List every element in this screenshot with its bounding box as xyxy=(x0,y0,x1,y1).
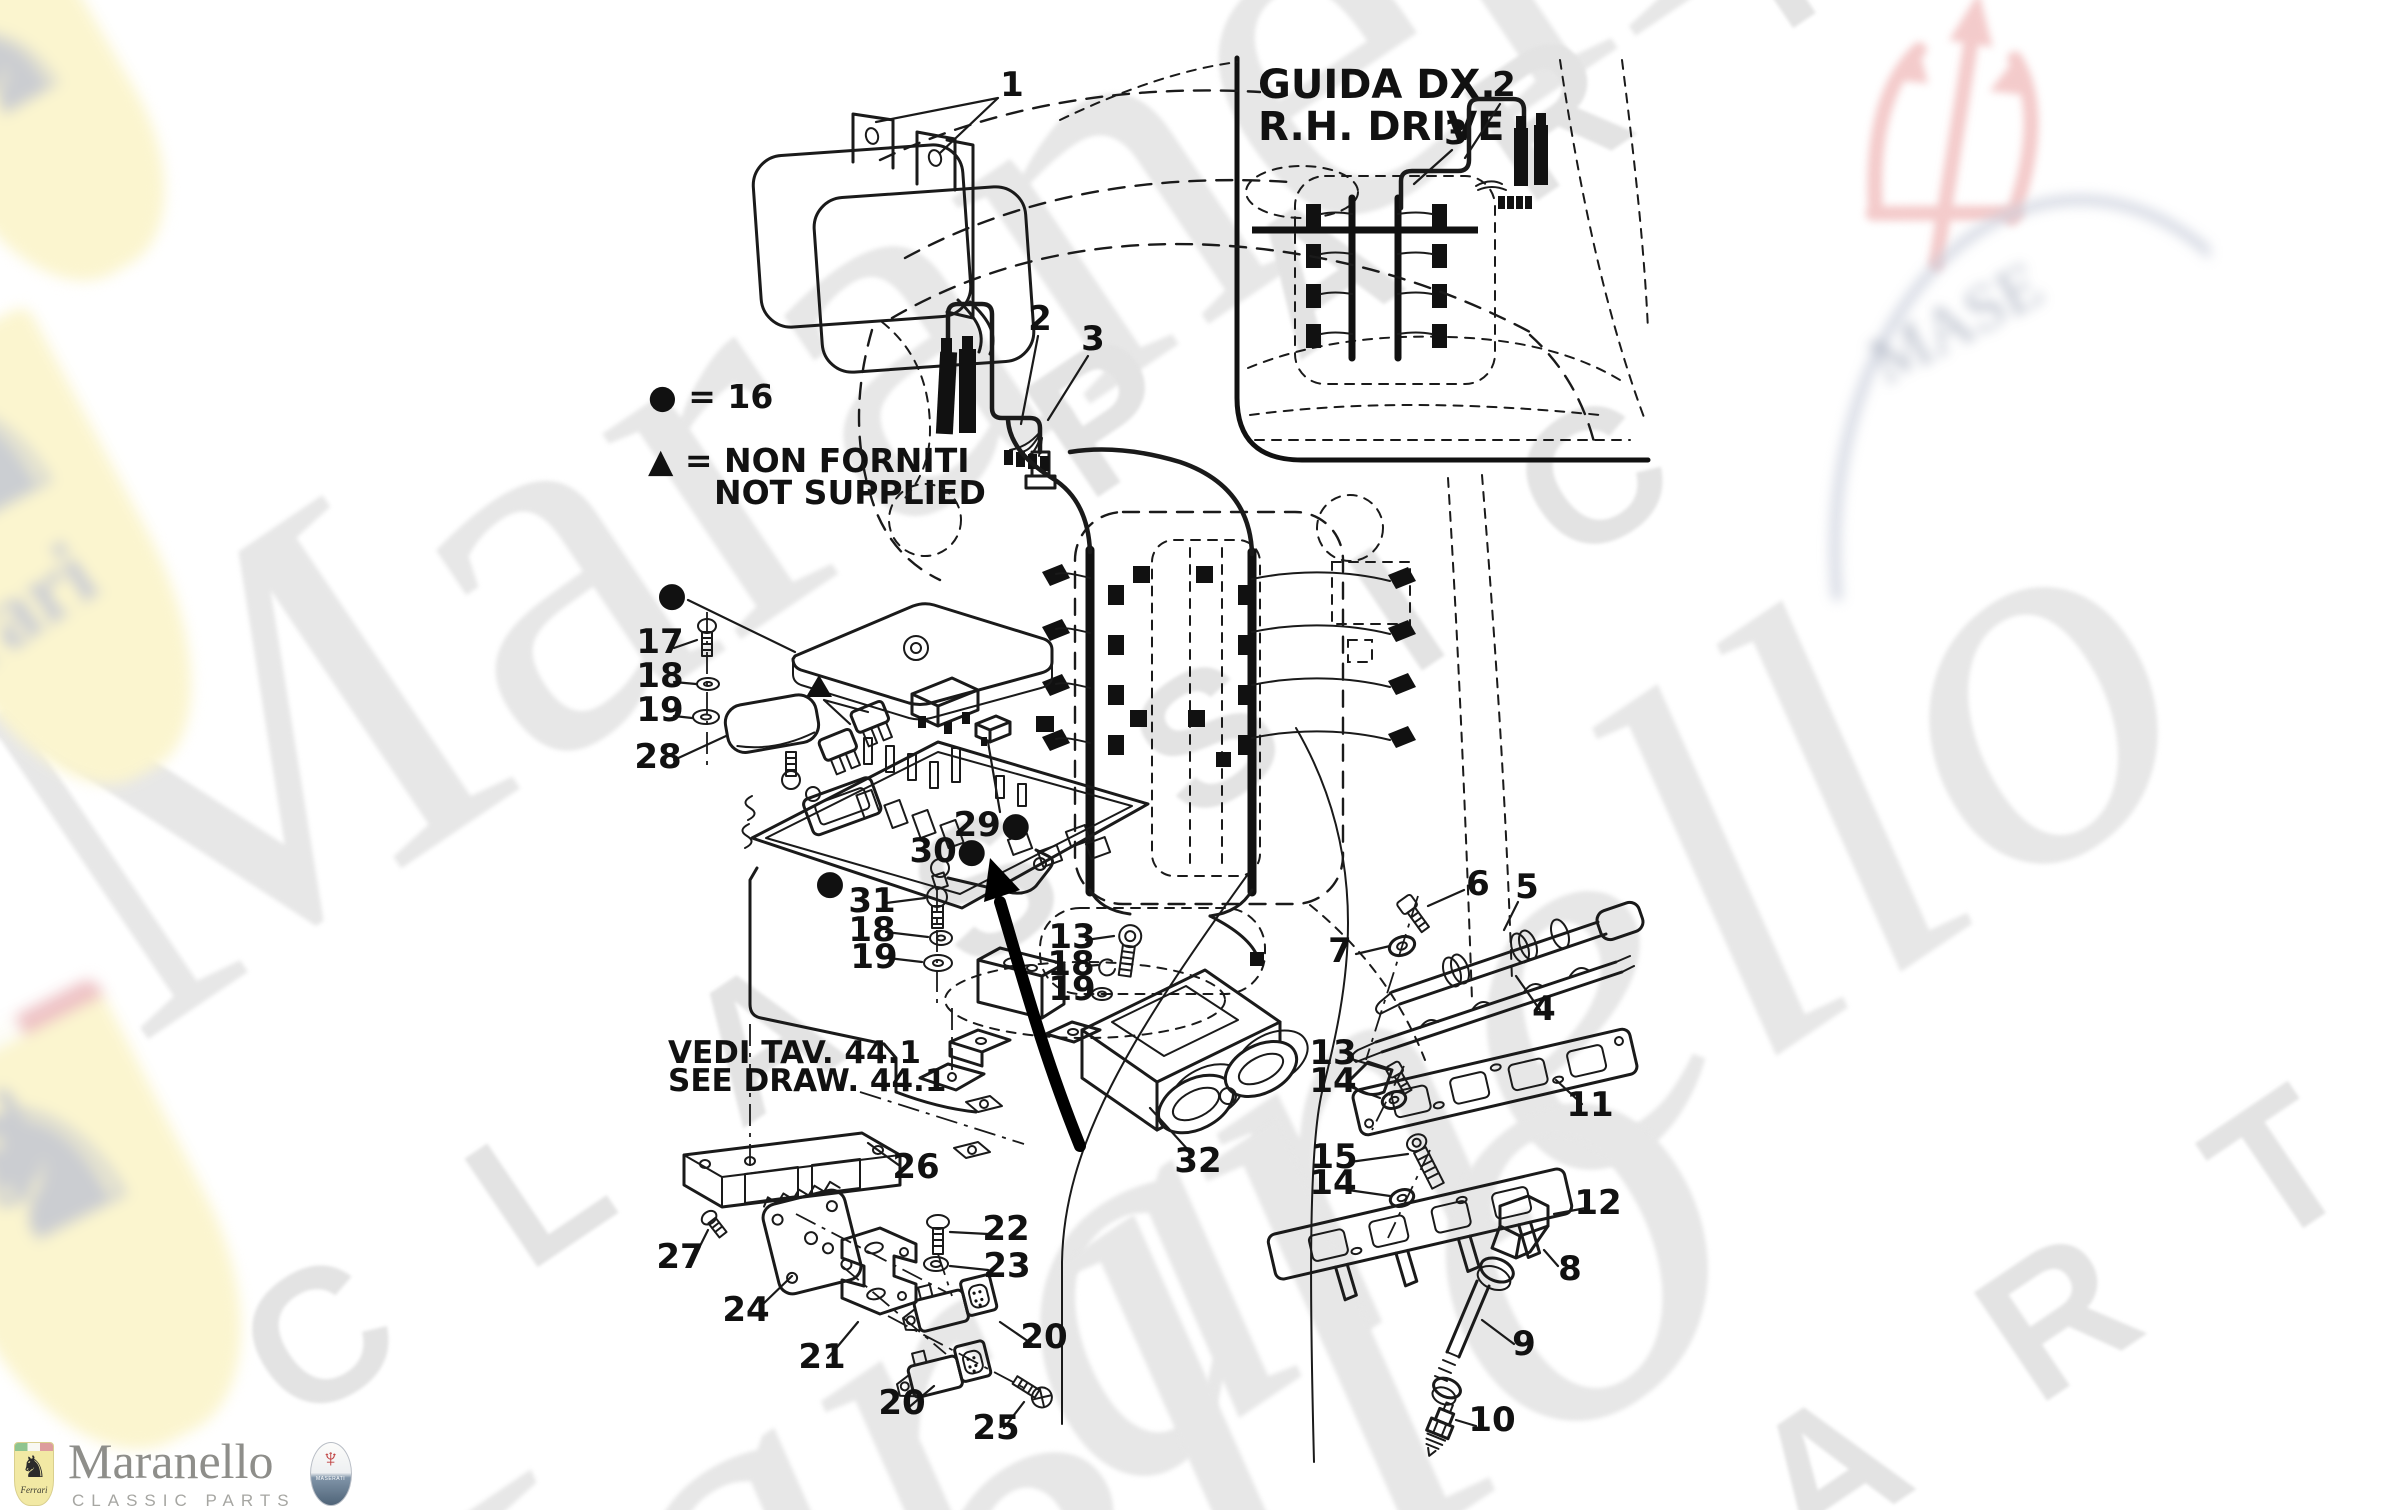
brand-name: Maranello xyxy=(68,1433,274,1489)
maserati-badge-label: MASERATI xyxy=(315,1475,346,1482)
cover-plate-part12 xyxy=(1266,1133,1588,1302)
part-callout-28: 28 xyxy=(634,737,681,777)
part-callout-14: 14 xyxy=(1309,1163,1356,1203)
part-callout-10: 10 xyxy=(1468,1400,1515,1440)
legend-not-supplied-line: NOT SUPPLIED xyxy=(714,473,986,512)
italian-flag-stripe xyxy=(15,1442,53,1451)
ecu-mounting-hardware xyxy=(1084,924,1143,1001)
direction-arrow xyxy=(984,858,1086,1152)
part-callout-29●: 29● xyxy=(954,805,1031,845)
part-callout-21: 21 xyxy=(798,1337,845,1377)
cable-rail-part5 xyxy=(1375,900,1645,1015)
part-callout-5: 5 xyxy=(1515,867,1539,907)
fusebox-mounting-hardware xyxy=(672,612,728,770)
part-callout-dot-9: ● xyxy=(657,575,687,615)
see-drawing-note-en: SEE DRAW. 44.1 xyxy=(668,1063,946,1099)
part-callout-2: 2 xyxy=(1492,65,1516,105)
footer-logo: ♞ Ferrari Maranello CLASSIC PARTS ♆ MASE… xyxy=(14,1436,352,1510)
prancing-horse-icon: ♞ xyxy=(20,1450,48,1484)
part-callout-22: 22 xyxy=(982,1209,1029,1249)
rail-hardware-6-7 xyxy=(1354,888,1466,1061)
sensor-part20-lower xyxy=(896,1339,993,1410)
ferrari-shield-label: Ferrari xyxy=(20,1484,48,1495)
harness-support-rod: VEDI TAV. 44.1 SEE DRAW. 44.1 xyxy=(668,795,1025,1170)
cable-rail-part4 xyxy=(1346,955,1635,1096)
leader-line-right xyxy=(1295,727,1349,1463)
part-callout-19: 19 xyxy=(636,690,683,730)
part-callout-26: 26 xyxy=(892,1147,939,1187)
plate-part24 xyxy=(760,1180,863,1307)
brand-tagline: CLASSIC PARTS xyxy=(72,1491,296,1510)
part-callout-8: 8 xyxy=(1558,1249,1582,1289)
part-callout-9: 9 xyxy=(1512,1324,1536,1364)
rh-drive-inset: GUIDA DX. R.H. DRIVE xyxy=(1234,55,1651,463)
part-callout-2: 2 xyxy=(1028,299,1052,339)
bracket-part26 xyxy=(682,1131,902,1260)
part-callout-3: 3 xyxy=(1444,113,1468,153)
engine-bay-drawing xyxy=(857,61,1598,1061)
part-callout-18: 18 xyxy=(1047,944,1094,984)
part-callout-11: 11 xyxy=(1566,1085,1613,1125)
part-callout-4: 4 xyxy=(1532,989,1556,1029)
part-callout-1: 1 xyxy=(1000,65,1024,105)
inset-title-it: GUIDA DX. xyxy=(1258,62,1496,108)
part-callout-30●: 30● xyxy=(910,831,987,871)
legend: ● = 16 ▲ = NON FORNITI NOT SUPPLIED xyxy=(648,377,986,512)
part-callout-17: 17 xyxy=(636,622,683,662)
sensor-part20-upper xyxy=(902,1273,1034,1346)
part-callout-13: 13 xyxy=(1309,1033,1356,1073)
part-callout-dot-12: ● xyxy=(815,863,845,903)
ferrari-shield-logo: ♞ Ferrari xyxy=(14,1441,54,1506)
part-callout-3: 3 xyxy=(1081,319,1105,359)
sensor-hardware-22-23 xyxy=(923,1214,990,1297)
part-callout-7: 7 xyxy=(1328,931,1352,971)
legend-triangle-line: ▲ = NON FORNITI xyxy=(648,441,969,480)
part-callout-12: 12 xyxy=(1574,1183,1621,1223)
part-callout-18: 18 xyxy=(848,910,895,950)
part-callout-14: 14 xyxy=(1309,1061,1356,1101)
trident-icon: ♆ xyxy=(320,1442,341,1473)
screw-part25 xyxy=(1002,1375,1053,1430)
part-callout-20: 20 xyxy=(878,1383,925,1423)
see-drawing-note-it: VEDI TAV. 44.1 xyxy=(668,1035,921,1071)
maserati-badge-logo: ♆ MASERATI xyxy=(309,1441,352,1506)
part-callout-20: 20 xyxy=(1020,1317,1067,1357)
ht-cable-assembly-lhd xyxy=(935,301,1090,490)
part-callout-23: 23 xyxy=(983,1246,1030,1286)
part-callout-6: 6 xyxy=(1466,864,1490,904)
part-callout-13: 13 xyxy=(1048,917,1095,957)
part-callout-32: 32 xyxy=(1174,1141,1221,1181)
part-callout-31: 31 xyxy=(848,881,895,921)
fusebox-assembly xyxy=(686,598,1150,910)
part-callout-19: 19 xyxy=(850,937,897,977)
part-callout-24: 24 xyxy=(722,1290,769,1330)
legend-dot-line: ● = 16 xyxy=(648,377,773,416)
part-callout-15: 15 xyxy=(1310,1137,1357,1177)
cover-plate-part11 xyxy=(1346,1027,1639,1137)
part-callout-18: 18 xyxy=(636,656,683,696)
bracket-hardware-30-31 xyxy=(884,848,1102,1092)
part-callout-27: 27 xyxy=(656,1237,703,1277)
inset-title-en: R.H. DRIVE xyxy=(1258,104,1505,150)
spark-plug-stack-8-9-10 xyxy=(1425,1194,1560,1457)
ecu-unit-part32 xyxy=(1080,968,1309,1154)
part-callout-25: 25 xyxy=(972,1408,1019,1448)
part-callout-19: 19 xyxy=(1048,969,1095,1009)
